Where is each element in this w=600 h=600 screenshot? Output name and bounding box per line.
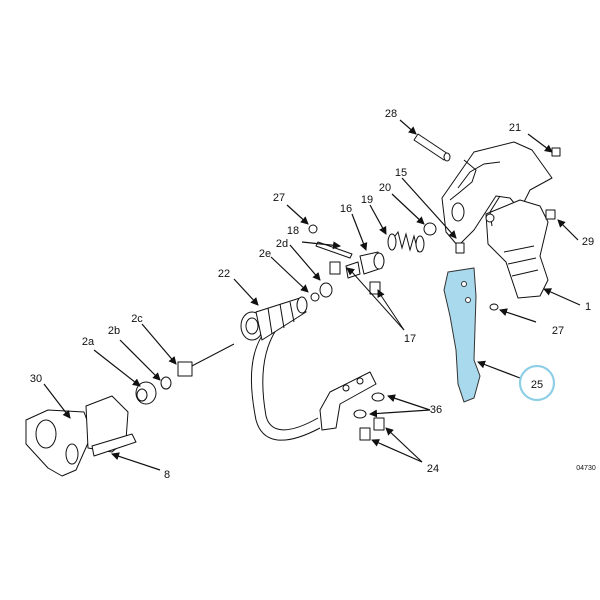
label-36: 36 [430,404,442,416]
packing-part-2d [319,282,333,298]
washer-part-2e [310,292,320,302]
tip-guard-part-30 [25,409,93,477]
fluid-connector-part-22 [240,296,308,341]
label-2c: 2c [131,313,143,325]
label-24: 24 [427,463,439,475]
leader-lines [43,119,581,471]
label-30: 30 [30,373,42,385]
label-25[interactable]: 25 [531,379,543,391]
label-1: 1 [585,301,591,313]
fluid-tube [250,329,377,441]
nut-part-20 [423,222,437,236]
label-22: 22 [218,268,230,280]
label-19: 19 [361,194,373,206]
screw-part-21 [551,147,561,157]
seal-part-27-upper [308,224,318,234]
rod-part-18 [315,241,353,259]
screw-part-15 [455,242,465,254]
label-16: 16 [340,203,352,215]
label-28: 28 [385,108,397,120]
label-2d: 2d [276,238,288,250]
washers-part-36 [353,392,385,419]
needle-part-2c [177,343,235,377]
seal-part-2b [160,376,172,390]
label-27-upper: 27 [273,192,285,204]
label-18: 18 [287,225,299,237]
tip-holder-part-8 [85,395,137,457]
drawing-number: 04730 [576,465,596,472]
label-29: 29 [582,236,594,248]
label-17: 17 [404,333,416,345]
label-2a: 2a [82,336,95,348]
screw-part-29 [545,209,556,220]
spring-part-19 [387,230,425,253]
housing-part-16 [359,251,385,275]
label-27-lower: 27 [552,325,564,337]
label-2b: 2b [108,325,120,337]
fittings-part-24 [359,417,385,441]
seat-part-2a [135,381,157,405]
pin-part-28 [413,133,451,162]
highlight-ring [518,364,556,402]
label-8: 8 [164,469,170,481]
seal-part-27-lower [489,303,499,311]
label-2e: 2e [259,248,271,260]
gun-body [441,141,553,299]
label-15: 15 [395,167,407,179]
label-20: 20 [379,182,391,194]
label-21: 21 [509,122,521,134]
trigger-part-25[interactable] [443,267,481,403]
